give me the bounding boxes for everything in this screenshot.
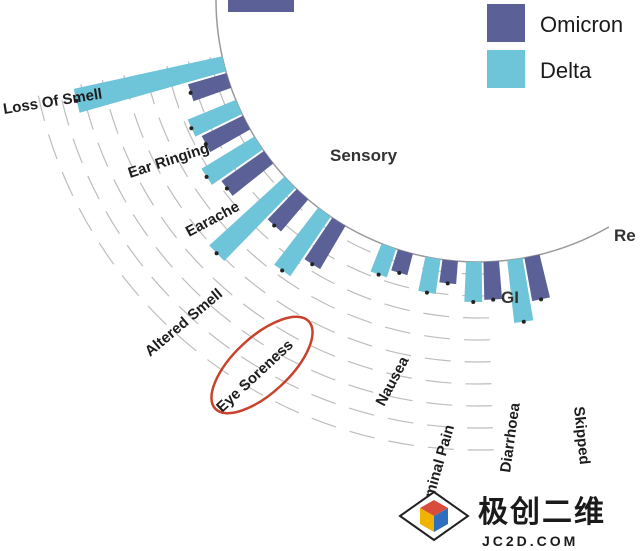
bar-delta-5 xyxy=(370,243,397,278)
grid-ring xyxy=(80,84,493,407)
group-label-gi: GI xyxy=(501,288,519,307)
category-label-7: Diarrhoea xyxy=(497,401,524,473)
bar-delta-7 xyxy=(464,261,483,302)
bar-delta-7-error-tick xyxy=(471,299,476,304)
bar-omicron-1-error-tick xyxy=(203,142,208,147)
bar-omicron-5-error-tick xyxy=(397,270,402,275)
bars xyxy=(73,0,550,324)
watermark-text-url: JC2D.COM xyxy=(482,533,578,549)
bar-delta-2 xyxy=(201,136,263,185)
highlight-ellipse xyxy=(210,315,314,415)
bar-omicron-6 xyxy=(439,259,458,285)
bar-omicron-0-error-tick xyxy=(188,90,193,95)
bar-delta-4-error-tick xyxy=(280,268,285,273)
bar-delta-0 xyxy=(73,56,226,113)
grid-ring xyxy=(37,93,494,451)
legend-label-delta: Delta xyxy=(540,58,592,83)
bar-delta-6 xyxy=(418,256,441,294)
category-label-1: Ear Ringing xyxy=(126,140,211,182)
bar-delta-5-error-tick xyxy=(376,272,381,277)
grid-ring xyxy=(144,70,490,341)
bar-delta-8-error-tick xyxy=(521,319,526,324)
bar-omicron-3-error-tick xyxy=(272,223,277,228)
watermark-text-cn: 极创二维 xyxy=(478,496,606,529)
grid-ring xyxy=(101,79,492,385)
bar-delta-0-error-tick xyxy=(74,98,79,103)
bar-omicron-8 xyxy=(524,254,550,302)
bar-delta-2-error-tick xyxy=(204,174,209,179)
bar-omicron-2-error-tick xyxy=(224,186,229,191)
legend-label-omicron: Omicron xyxy=(540,12,623,37)
bar-delta-1 xyxy=(187,99,243,137)
bar-omicron-top-partial xyxy=(228,0,294,12)
grid-ring xyxy=(166,65,490,319)
grid-ring xyxy=(123,75,491,363)
bar-delta-3 xyxy=(209,176,296,261)
bar-omicron-3 xyxy=(267,189,309,232)
group-label-re: Re xyxy=(614,226,636,245)
bar-delta-1-error-tick xyxy=(189,126,194,131)
bar-delta-4 xyxy=(274,207,331,277)
category-label-3: Altered Smell xyxy=(142,285,226,360)
watermark: 极创二维 JC2D.COM xyxy=(398,490,606,549)
category-label-5: Nausea xyxy=(373,353,413,409)
bar-delta-6-error-tick xyxy=(424,290,429,295)
group-label-sensory: Sensory xyxy=(330,146,398,165)
watermark-logo-left xyxy=(420,508,434,532)
bar-delta-3-error-tick xyxy=(214,251,219,256)
bar-omicron-6-error-tick xyxy=(445,281,450,286)
bar-omicron-0 xyxy=(187,73,232,102)
bar-omicron-4-error-tick xyxy=(310,262,315,267)
legend-swatch-delta xyxy=(487,50,525,88)
grid-rings xyxy=(37,0,610,451)
bar-omicron-1 xyxy=(201,115,251,153)
bar-omicron-5 xyxy=(391,249,413,276)
category-label-8: Skipped xyxy=(570,406,593,466)
watermark-logo-right xyxy=(434,508,448,532)
grid-ring xyxy=(58,88,493,429)
bar-omicron-4 xyxy=(304,217,346,270)
bar-omicron-7 xyxy=(483,261,503,300)
legend: Omicron Delta xyxy=(487,4,623,88)
legend-swatch-omicron xyxy=(487,4,525,42)
bar-delta-8 xyxy=(507,258,534,323)
bar-omicron-8-error-tick xyxy=(539,297,544,302)
bar-omicron-2 xyxy=(221,151,274,196)
bar-omicron-7-error-tick xyxy=(491,297,496,302)
